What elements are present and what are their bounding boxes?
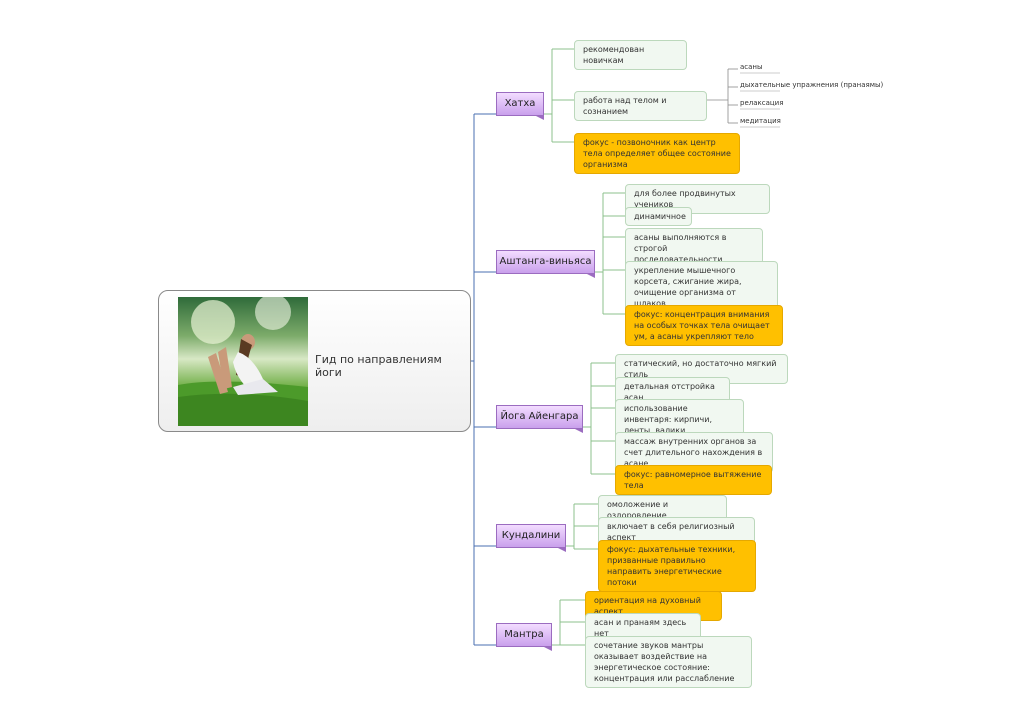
root-title: Гид по направлениям йоги [315, 353, 442, 379]
sub-topic[interactable]: релаксация [740, 99, 784, 107]
focus-note[interactable]: фокус - позвоночник как центр тела опред… [574, 133, 740, 174]
sub-topic[interactable]: асаны [740, 63, 763, 71]
topic-leaf[interactable]: динамичное [625, 207, 692, 226]
topic-leaf[interactable]: работа над телом и сознанием [574, 91, 707, 121]
branch-мантра[interactable]: Мантра [496, 623, 552, 651]
focus-note[interactable]: фокус: равномерное вытяжение тела [615, 465, 772, 495]
branch-кундалини[interactable]: Кундалини [496, 524, 566, 552]
branch-хатха[interactable]: Хатха [496, 92, 544, 120]
focus-note[interactable]: фокус: дыхательные техники, призванные п… [598, 540, 756, 592]
branch-аштанга-виньяса[interactable]: Аштанга-виньяса [496, 250, 595, 278]
sub-topic[interactable]: медитация [740, 117, 781, 125]
topic-leaf[interactable]: рекомендован новичкам [574, 40, 687, 70]
focus-note[interactable]: фокус: концентрация внимания на особых т… [625, 305, 783, 346]
branch-йога-айенгара[interactable]: Йога Айенгара [496, 405, 583, 433]
yoga-photo-image [178, 297, 308, 426]
sub-topic[interactable]: дыхательные упражнения (пранаямы) [740, 81, 884, 89]
topic-leaf[interactable]: сочетание звуков мантры оказывает воздей… [585, 636, 752, 688]
root-node[interactable]: Гид по направлениям йоги [158, 290, 471, 432]
